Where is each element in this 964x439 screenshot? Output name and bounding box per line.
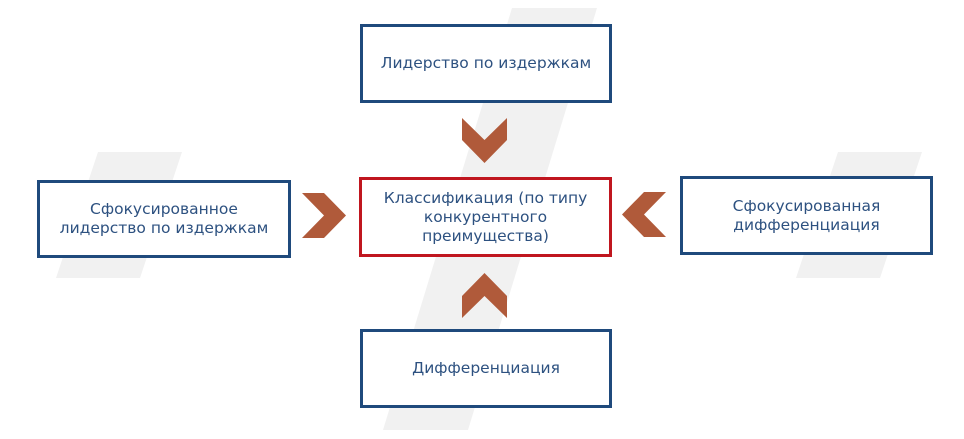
node-label: Сфокусированное лидерство по издержкам (59, 200, 269, 237)
node-label: Классификация (по типу конкурентного пре… (383, 188, 588, 245)
chevron-left-icon (622, 192, 666, 237)
node-cost-leadership: Лидерство по издержкам (360, 24, 612, 103)
node-label: Лидерство по издержкам (380, 54, 592, 72)
node-focused-cost-leadership: Сфокусированное лидерство по издержкам (37, 180, 291, 258)
node-label: Дифференциация (412, 359, 560, 377)
node-label: Сфокусированная дифференциация (732, 196, 881, 234)
chevron-up-icon (462, 273, 507, 318)
node-differentiation: Дифференциация (360, 329, 612, 408)
chevron-down-icon (462, 118, 507, 163)
node-classification-center: Классификация (по типу конкурентного пре… (359, 177, 612, 257)
chevron-right-icon (302, 193, 346, 238)
node-focused-differentiation: Сфокусированная дифференциация (680, 176, 933, 255)
